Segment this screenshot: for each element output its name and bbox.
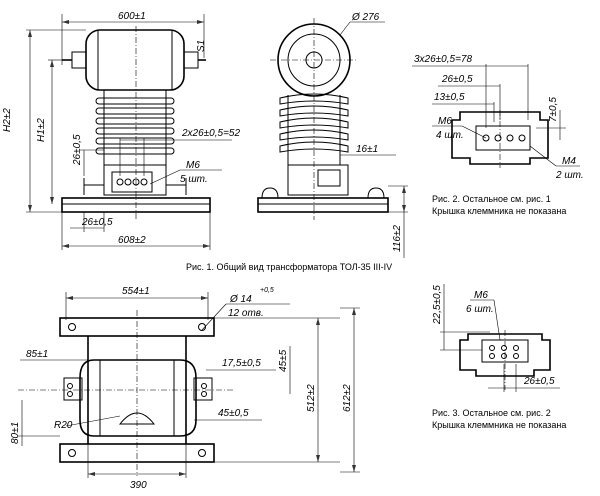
plan-view: 554±1 Ø 14 +0,5 12 отв. (10, 286, 360, 491)
fig2-dim-7: 7±0,5 (548, 97, 559, 122)
plan-dim-612: 612±2 (342, 384, 353, 412)
fig3-caption-line1: Рис. 3. Остальное см. рис. 2 (432, 408, 551, 418)
plan-dim-r20: R20 (54, 420, 73, 431)
fig2-caption-line1: Рис. 2. Остальное см. рис. 1 (432, 194, 551, 204)
fig1-caption: Рис. 1. Общий вид трансформатора ТОЛ-35 … (186, 262, 392, 272)
fig3-dim-26: 26±0,5 (523, 376, 555, 387)
dim-16: 16±1 (356, 144, 378, 155)
dim-pitch: 2x26±0,5=52 (181, 128, 240, 139)
plan-dim-17: 17,5±0,5 (222, 358, 261, 369)
plan-dim-45-vertical: 45±5 (278, 349, 289, 372)
label-m6-qty: 5 шт. (180, 174, 208, 185)
fig1-side-view: Ø 276 16±1 116±2 (257, 12, 408, 258)
fig2-label-m6-qty: 4 шт. (436, 130, 464, 141)
dim-s1: S1 (196, 40, 207, 52)
dim-26-bottom: 26±0,5 (81, 217, 113, 228)
fig2-label-m6: М6 (438, 116, 452, 127)
fig3-dim-22: 22,5±0,5 (432, 285, 443, 325)
fig3-terminal-box: 22,5±0,5 М6 6 шт. 26±0,5 (432, 284, 560, 392)
dim-h1: H1±2 (36, 118, 47, 142)
fig1-insulator-sheds (95, 90, 175, 165)
label-m6: М6 (186, 160, 200, 171)
fig2-caption-line2: Крышка клеммника не показана (432, 206, 566, 216)
dim-width-base: 608±2 (118, 235, 146, 246)
fig2-label-m4: М4 (562, 156, 576, 167)
fig2-label-m4-qty: 2 шт. (555, 170, 584, 181)
plan-dim-390: 390 (130, 480, 147, 491)
plan-dim-hole-tol: +0,5 (260, 287, 274, 294)
fig2-terminal-box: 3x26±0,5=78 26±0,5 13±0,5 7±0,5 М6 4 шт.… (412, 54, 584, 181)
fig3-label-m6: М6 (474, 290, 488, 301)
fig2-dim-pitch: 3x26±0,5=78 (414, 54, 472, 65)
dim-diameter: Ø 276 (351, 12, 380, 23)
dim-h2: H2±2 (2, 108, 13, 132)
plan-dim-width-top: 554±1 (122, 286, 150, 297)
dim-26-left: 26±0,5 (72, 134, 83, 166)
fig3-caption-line2: Крышка клеммника не показана (432, 420, 566, 430)
fig3-label-m6-qty: 6 шт. (466, 304, 494, 315)
plan-dim-45: 45±0,5 (218, 408, 249, 419)
fig2-dim-26: 26±0,5 (441, 74, 473, 85)
fig1-front-view: 600±1 S1 (2, 11, 240, 250)
plan-dim-hole-diam: Ø 14 (229, 294, 252, 305)
fig2-dim-13: 13±0,5 (434, 92, 465, 103)
plan-dim-80: 80±1 (10, 422, 21, 444)
plan-dim-85: 85±1 (26, 349, 48, 360)
plan-dim-holes-qty: 12 отв. (228, 308, 264, 319)
plan-dim-512: 512±2 (306, 384, 317, 412)
dim-116: 116±2 (392, 225, 403, 252)
dim-width-top: 600±1 (118, 11, 146, 22)
